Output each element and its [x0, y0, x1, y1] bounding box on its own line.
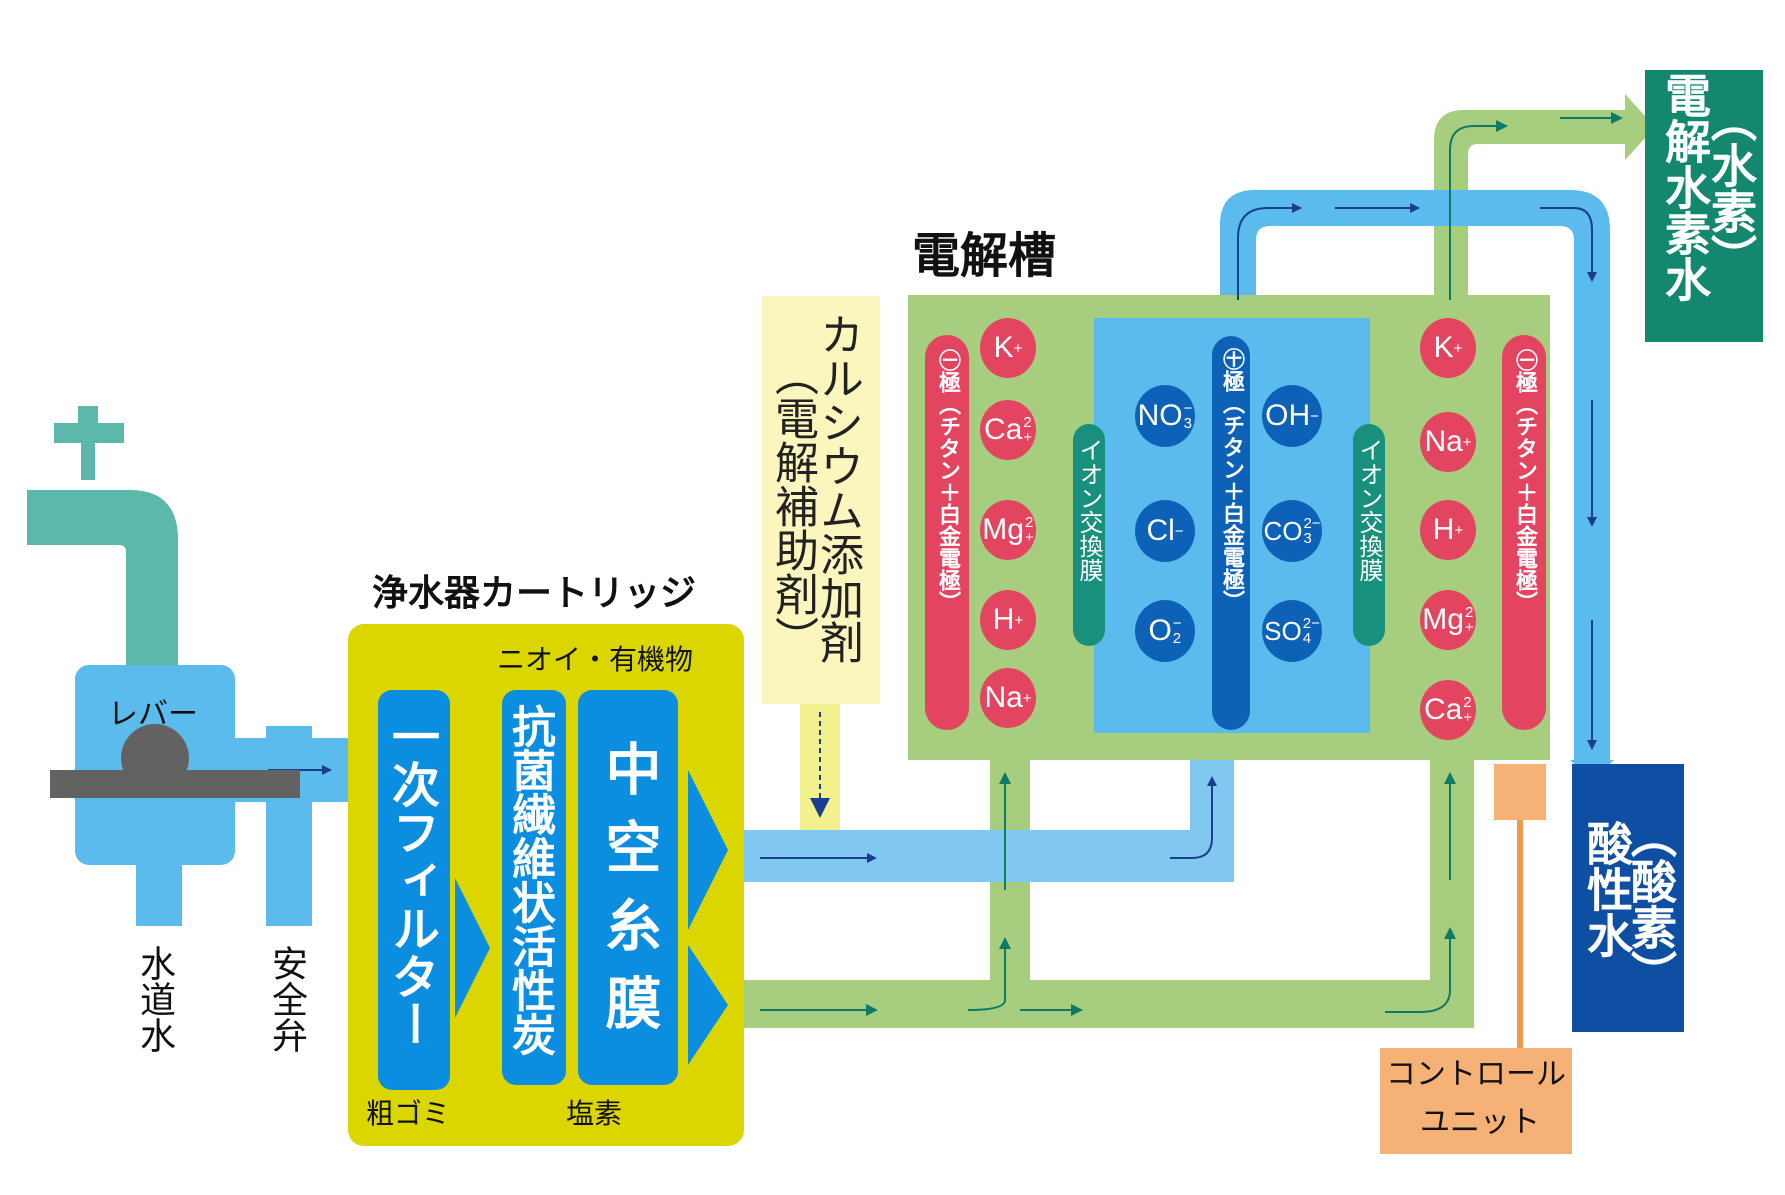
chlorine-label: 塩素: [566, 1097, 623, 1130]
membrane-right-label: イオン交換膜: [1355, 438, 1383, 582]
ion-no3: NO−3: [1135, 385, 1195, 447]
hydrogen-paren-label: （水素）: [1704, 96, 1758, 280]
cathode-right-label: ㊀極（チタン＋白金電極）: [1512, 349, 1537, 613]
ion-cl: Cl−: [1135, 500, 1195, 562]
acidic-water-box: [1572, 764, 1684, 1032]
acidic-water-label: 酸性水: [1580, 820, 1634, 958]
cathode-left: ㊀極（チタン＋白金電極）: [925, 335, 969, 730]
anode-center-label: ㊉極（チタン＋白金電極）: [1219, 348, 1244, 612]
membrane-left: イオン交換膜: [1073, 424, 1105, 646]
safety-valve-label: 安全弁: [266, 945, 307, 1053]
filter-stage-1: [378, 690, 450, 1090]
hydrogen-outlet-pipe: [1434, 110, 1635, 302]
filter-stage-2-label: 抗菌繊維状活性炭: [504, 704, 555, 1056]
filter-stage-3: [578, 690, 678, 1085]
cathode-left-label: ㊀極（チタン＋白金電極）: [935, 349, 960, 613]
ion-h-left: H+: [980, 590, 1036, 650]
faucet-icon: [27, 406, 178, 675]
hydrogen-water-label: 電解水素水: [1658, 72, 1712, 302]
cartridge-title: 浄水器カートリッジ: [372, 573, 697, 614]
cell-title: 電解槽: [912, 228, 1057, 284]
membrane-right: イオン交換膜: [1353, 424, 1385, 646]
green-flow-arrows: [760, 112, 1623, 1016]
ion-na-right: Na+: [1420, 412, 1476, 472]
hydrogen-water-box: [1645, 70, 1763, 342]
odor-organic-label: ニオイ・有機物: [497, 643, 694, 676]
control-connector: [1494, 764, 1546, 820]
additive-sub-label: （電解補助剤）: [767, 352, 818, 660]
valve-body: [50, 665, 300, 865]
ion-na-left: Na+: [980, 668, 1036, 728]
ion-oh: OH−: [1262, 385, 1322, 447]
flow-triangles: [455, 770, 728, 1065]
ion-k-left: K+: [980, 318, 1036, 378]
membrane-left-label: イオン交換膜: [1075, 438, 1103, 582]
control-unit-box: [1380, 1048, 1572, 1154]
green-pipe: [744, 760, 1474, 1028]
cathode-right: ㊀極（チタン＋白金電極）: [1502, 335, 1546, 730]
control-unit-sub-label: ユニット: [1420, 1105, 1540, 1140]
ion-h-right: H+: [1420, 500, 1476, 560]
acidic-paren-label: （酸素）: [1624, 812, 1678, 996]
coarse-dust-label: 粗ゴミ: [366, 1097, 451, 1130]
lever-label: レバー: [108, 697, 198, 732]
control-unit-label: コントロール: [1386, 1057, 1566, 1092]
filter-stage-3-label: 中空糸膜: [596, 740, 661, 1052]
blue-flow-arrows: [760, 203, 1597, 863]
ion-o2: O−2: [1135, 600, 1195, 662]
filter-stage-2: [502, 690, 566, 1085]
anode-center: ㊉極（チタン＋白金電極）: [1212, 336, 1250, 730]
tap-water-label: 水道水: [134, 945, 175, 1053]
additive-label: カルシウム添加剤: [812, 312, 863, 664]
ion-k-right: K+: [1420, 318, 1476, 378]
filter-stage-1-label: 一次フィルター: [383, 712, 439, 1048]
additive-box: [762, 296, 880, 704]
blue-pipe: [744, 760, 1234, 882]
